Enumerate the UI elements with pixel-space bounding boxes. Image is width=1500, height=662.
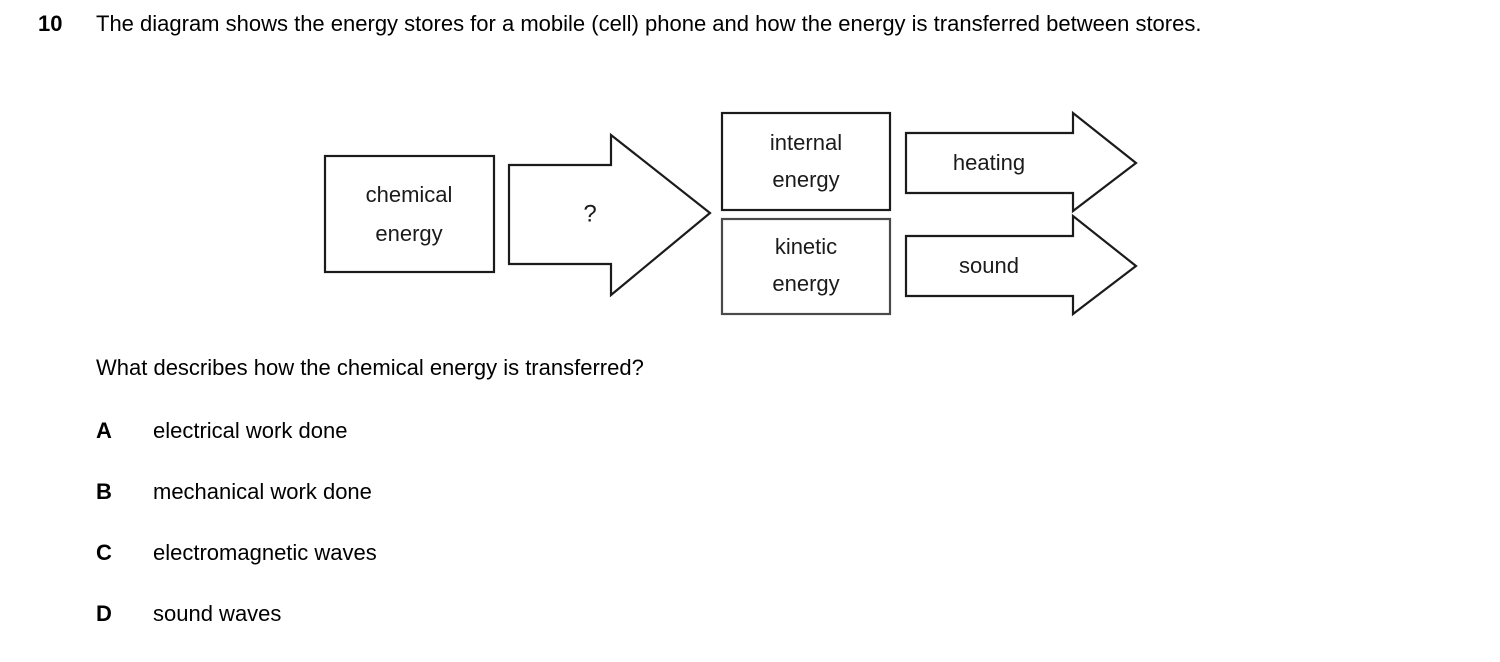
option-row-b[interactable]: B mechanical work done (96, 479, 1096, 540)
heating-transfer-arrow (904, 110, 1138, 214)
sound-transfer-arrow (904, 213, 1138, 317)
option-text-d: sound waves (153, 601, 282, 626)
energy-transfer-diagram: chemical energy ? internal energy kineti… (0, 95, 1500, 330)
unknown-transfer-arrow (507, 132, 712, 298)
question-stem-row: 10 The diagram shows the energy stores f… (38, 8, 1458, 40)
option-letter-b: B (96, 479, 112, 504)
question-stem-text: The diagram shows the energy stores for … (96, 11, 1202, 36)
heating-transfer-label: heating (953, 150, 1025, 175)
question-stem: 10 The diagram shows the energy stores f… (38, 8, 1458, 40)
option-letter-a: A (96, 418, 112, 443)
option-text-a: electrical work done (153, 418, 348, 443)
option-letter-d: D (96, 601, 112, 626)
question-number: 10 (38, 11, 63, 36)
energy-transfer-diagram-svg: chemical energy ? internal energy kineti… (323, 110, 1138, 317)
chemical-energy-label-line1: chemical (366, 182, 453, 207)
chemical-energy-label-line2: energy (375, 221, 442, 246)
chemical-energy-box (323, 154, 496, 274)
kinetic-energy-box (720, 217, 892, 316)
internal-energy-label-line1: internal (770, 130, 842, 155)
sound-transfer-label: sound (959, 253, 1019, 278)
option-letter-c: C (96, 540, 112, 565)
option-text-c: electromagnetic waves (153, 540, 377, 565)
internal-energy-label-line2: energy (772, 167, 839, 192)
lead-in-question: What describes how the chemical energy i… (96, 355, 644, 380)
option-row-d[interactable]: D sound waves (96, 601, 1096, 662)
kinetic-energy-label-line1: kinetic (775, 234, 837, 259)
unknown-transfer-label: ? (583, 200, 596, 227)
option-row-c[interactable]: C electromagnetic waves (96, 540, 1096, 601)
kinetic-energy-label-line2: energy (772, 271, 839, 296)
option-row-a[interactable]: A electrical work done (96, 418, 1096, 479)
internal-energy-box (720, 111, 892, 212)
options-list: A electrical work done B mechanical work… (96, 418, 1096, 662)
option-text-b: mechanical work done (153, 479, 372, 504)
